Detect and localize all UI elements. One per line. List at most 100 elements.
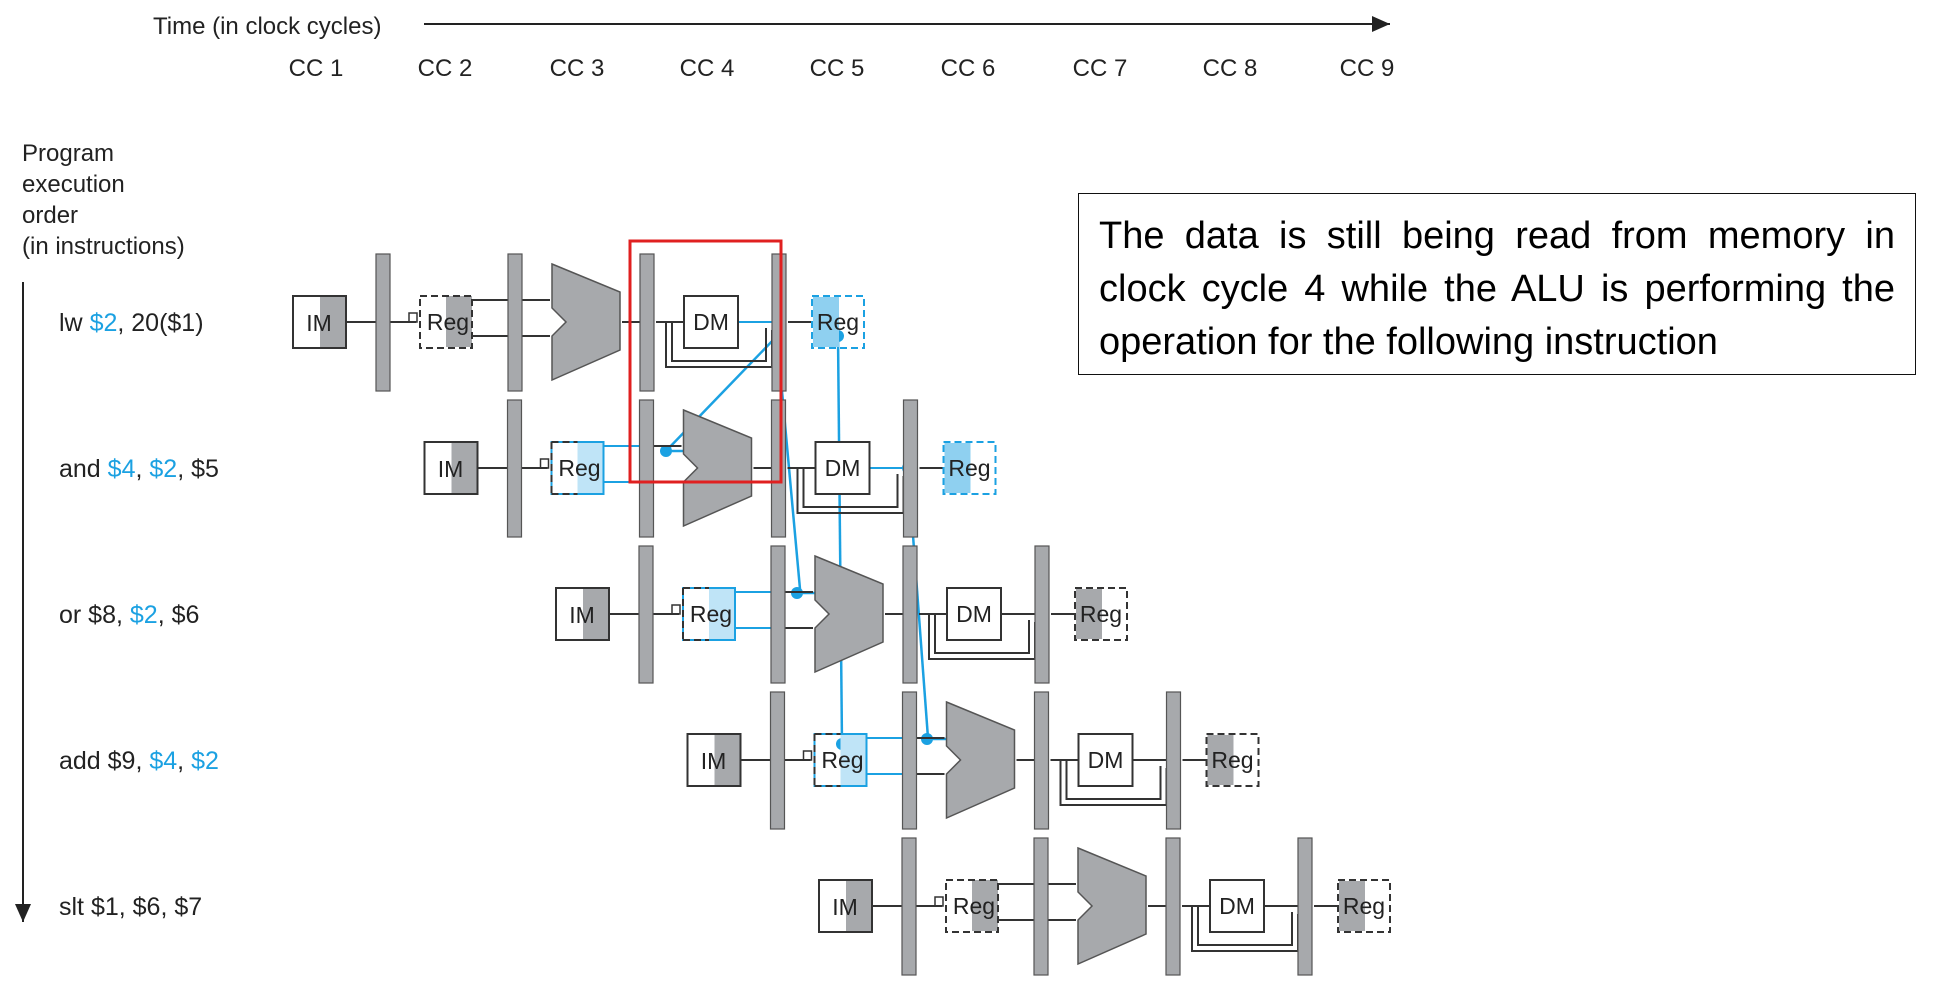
reg-write-label: Reg [1343,893,1385,919]
wire [802,750,813,761]
bypass-wire [1197,906,1293,946]
dm-box [814,441,871,495]
reg-read-label: Reg [558,455,600,481]
instruction-rows: lw $2, 20($1) and $4, $2, $5 or $8, $2, $6… [59,253,1391,976]
dm-box [946,587,1002,641]
im-shade [320,297,345,347]
pipeline-register [507,253,523,392]
im-shade [846,881,871,931]
bypass-wire [671,322,767,362]
reg-read-label: Reg [953,893,995,919]
order-axis-label: order [22,202,78,229]
clock-cycle-label: CC 4 [680,55,735,82]
pipeline-register [771,253,787,392]
im-label: IM [438,456,464,482]
order-axis-label: (in instructions) [22,233,185,260]
reg-read-dash [550,441,578,495]
alu-shape [551,262,621,382]
reg-read-box [945,879,999,933]
reg-write-box [1337,879,1391,933]
reg-write-box [1205,733,1260,787]
dm-box [1209,879,1265,933]
forwarding-wire [836,335,844,745]
pipeline-register [902,545,918,684]
dm-label: DM [1219,893,1255,919]
pipeline-register [638,399,655,538]
reg-write-box [1074,587,1128,641]
reg-write-box [942,441,997,495]
dm-box [1077,733,1134,787]
clock-cycle-label: CC 1 [289,55,344,82]
overlay [628,239,783,484]
pipeline-register [1165,691,1182,830]
instruction-label: add $9, $4, $2 [59,747,219,775]
reg-write-shade [944,443,971,493]
pipeline-register [770,545,786,684]
wire [934,896,944,907]
clock-cycle-label: CC 8 [1203,55,1258,82]
pipeline-register [901,691,918,830]
im-shade [583,589,608,639]
reg-write-shade [1339,881,1365,931]
instruction-label: slt $1, $6, $7 [59,893,202,921]
dm-label: DM [956,601,992,627]
time-axis-label: Time (in clock cycles) [153,13,381,40]
pipeline-row: IM Reg DM Reg [423,399,997,538]
pipeline-register [769,691,786,830]
reg-write-shade [1207,735,1234,785]
axes: Time (in clock cycles) CC 1 CC 2 CC 3 CC 4 CC… [15,13,1395,922]
im-label: IM [701,748,727,774]
alu-shape [945,700,1016,820]
highlight-box [628,239,783,484]
clock-cycle-label: CC 3 [550,55,605,82]
dm-label: DM [693,309,729,335]
clock-cycle-label: CC 9 [1340,55,1395,82]
wire [539,458,550,469]
reg-read-shade [840,734,867,785]
dm-box [683,295,739,349]
instruction-label: lw $2, 20($1) [59,309,204,337]
reg-write-label: Reg [817,309,859,335]
bypass-wire [1065,760,1162,800]
dm-label: DM [825,455,861,481]
reg-write-shade [1076,589,1102,639]
instruction-label: or $8, $2, $6 [59,601,199,629]
reg-write-label: Reg [1211,747,1253,773]
pipeline-register [1034,545,1050,684]
reg-write-shade [813,297,839,347]
reg-read-label: Reg [821,747,863,773]
pipeline-row: IM Reg DM Reg [818,837,1391,976]
clock-cycle-label: CC 5 [810,55,865,82]
im-shade [451,443,477,493]
pipeline-row: IM Reg DM Reg [292,253,865,392]
instruction-label: and $4, $2, $5 [59,455,219,483]
clock-cycle-label: CC 2 [418,55,473,82]
pipeline-register [638,545,654,684]
reg-read-box [419,295,473,349]
clock-cycle-label: CC 6 [941,55,996,82]
pipeline-register [1165,837,1181,976]
pipeline-register [770,399,787,538]
wire [671,604,681,615]
wire [408,312,418,323]
im-label: IM [832,894,858,920]
order-axis-label: execution [22,171,125,198]
im-shade [714,735,740,785]
reg-read-label: Reg [427,309,469,335]
alu-shape [1077,846,1147,966]
pipeline-register [1033,837,1049,976]
pipeline-register [1297,837,1313,976]
reg-read-shade [577,442,604,493]
reg-write-label: Reg [1080,601,1122,627]
reg-read-shade [446,296,472,347]
bypass-wire [934,614,1030,654]
reg-write-label: Reg [948,455,990,481]
im-label: IM [306,310,332,336]
bypass-wire [802,468,899,508]
reg-read-shade [709,588,735,639]
order-axis-label: Program [22,140,114,167]
pipeline-register [902,399,919,538]
